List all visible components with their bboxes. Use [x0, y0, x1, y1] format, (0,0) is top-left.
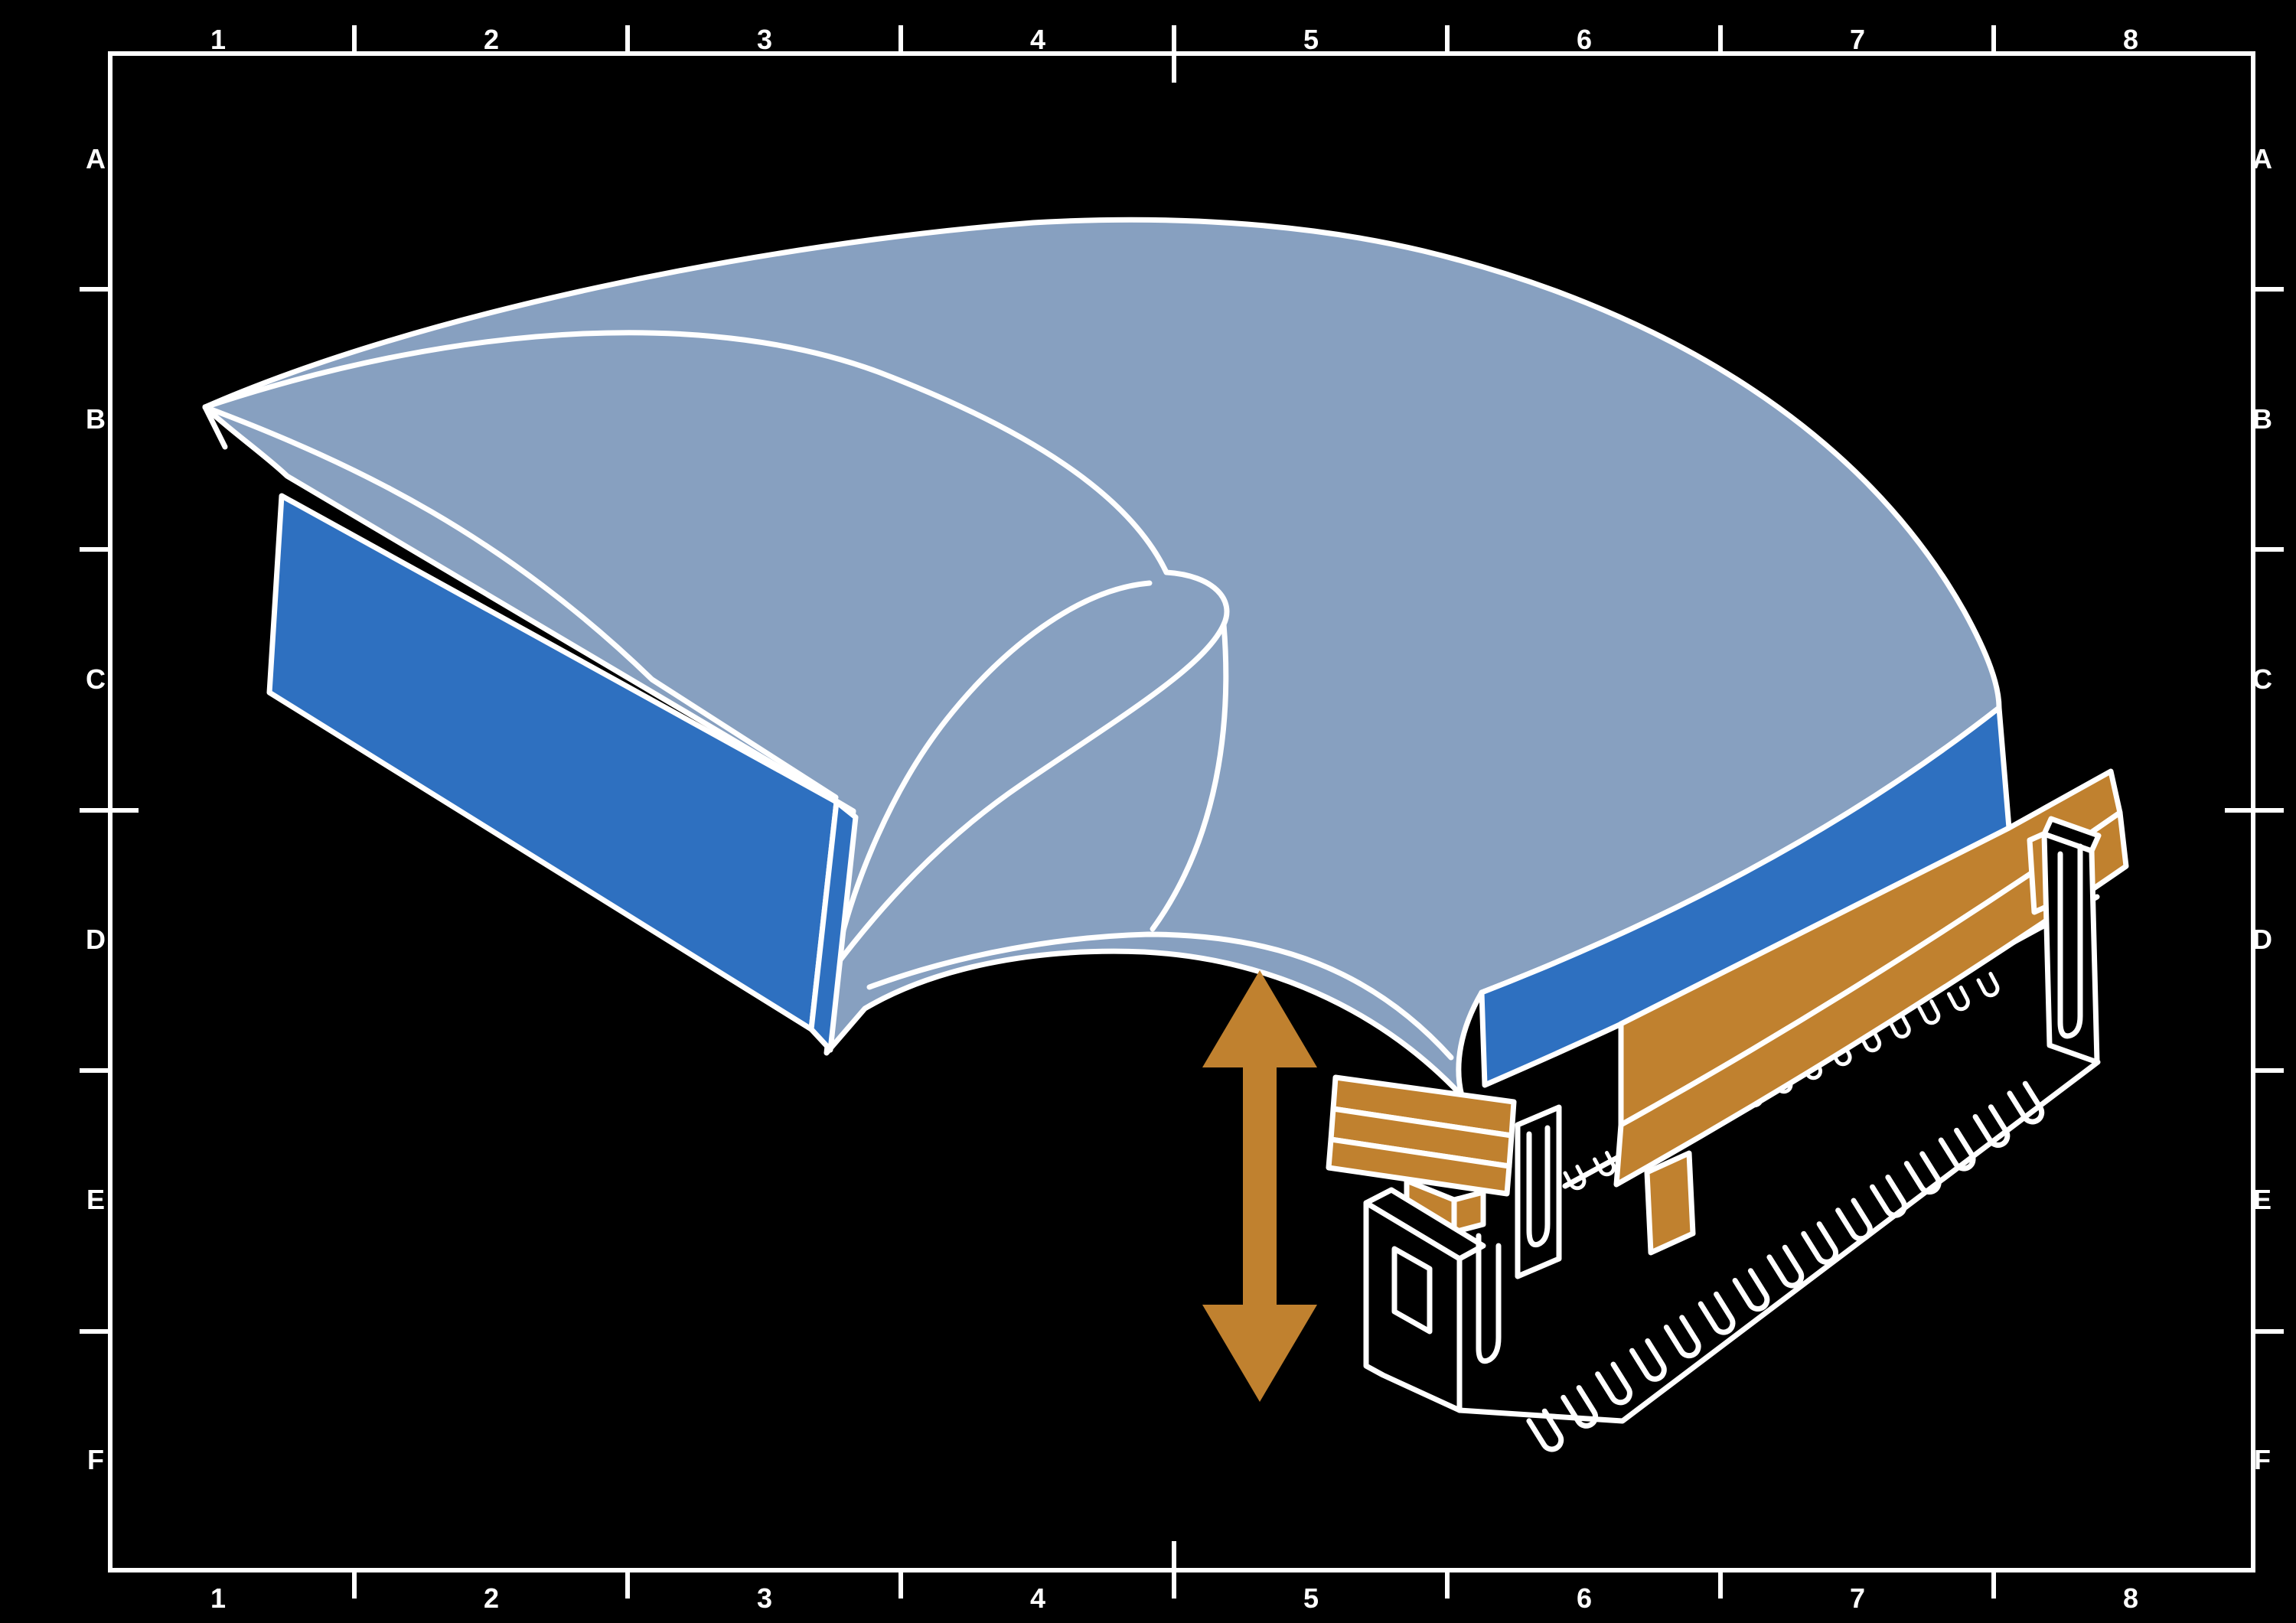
grid-column-label: 7 [1850, 1582, 1865, 1614]
smt-lead [1561, 1385, 1598, 1429]
contact-pin [1917, 999, 1941, 1025]
cable-thickness-edge [866, 931, 1454, 1061]
ribbon-cable [202, 217, 2002, 1099]
grid-column-label: 6 [1577, 24, 1592, 55]
grid-row-label: D [86, 924, 106, 955]
smt-lead [1629, 1338, 1667, 1382]
grid-column-label: 5 [1303, 24, 1319, 55]
grid-column-label: 4 [1030, 24, 1045, 55]
grid-column-label: 8 [2123, 1582, 2138, 1614]
left-bracket-front [1363, 1200, 1463, 1413]
right-bracket-u-slot [2057, 843, 2083, 1039]
cable-flap-edge [202, 404, 839, 800]
smt-lead [1869, 1174, 1907, 1218]
grid-column-label: 1 [210, 24, 226, 55]
grid-row-label: D [2252, 924, 2272, 955]
grid-row-label: F [87, 1444, 104, 1475]
grid-column-label: 8 [2123, 24, 2138, 55]
grid-column-label: 3 [757, 1582, 772, 1614]
grid-column-label: 2 [484, 24, 499, 55]
actuator-arm-front-lower [1326, 1136, 1512, 1197]
left-bracket-u-slot [1476, 1233, 1502, 1364]
right-bracket-front [2041, 831, 2100, 1065]
drawing-frame: 1 2 3 4 5 6 7 8 1 2 3 4 5 6 7 8 A B C D E F A B C D E F [80, 24, 2284, 1614]
cable-fold-loop-inner [833, 580, 1153, 964]
connector-left-inner-post [1515, 1104, 1562, 1279]
actuator-bar-front [1613, 810, 2129, 1188]
right-ticks [2225, 287, 2284, 1334]
smt-lead [1732, 1268, 1770, 1312]
contact-pin [1887, 1013, 1911, 1039]
smt-lead [2007, 1080, 2045, 1125]
connector-left-bracket [1363, 1187, 1502, 1413]
grid-column-label: 2 [484, 1582, 499, 1614]
smt-lead [1972, 1104, 2011, 1148]
grid-column-label: 4 [1030, 1582, 1045, 1614]
grid-column-label: 6 [1577, 1582, 1592, 1614]
grid-column-label: 3 [757, 24, 772, 55]
contact-pin [1946, 986, 1970, 1012]
row-labels-left: A B C D E F [86, 143, 106, 1475]
grid-column-label: 1 [210, 1582, 226, 1614]
grid-row-label: A [86, 143, 106, 174]
smt-lead [1595, 1361, 1632, 1406]
grid-row-label: F [2254, 1444, 2271, 1475]
grid-row-label: A [2252, 143, 2272, 174]
contact-pin [1563, 1165, 1587, 1191]
contact-pin [1593, 1151, 1616, 1177]
insertion-direction-arrow [1202, 970, 1317, 1402]
connector-left-inner-slot [1526, 1125, 1551, 1248]
smt-lead [1526, 1408, 1564, 1452]
connector-right-bracket [2041, 816, 2102, 1065]
smt-lead [1801, 1221, 1838, 1265]
cable-tip-end-face [202, 404, 228, 450]
cable-fold-loop-outer [828, 569, 1230, 975]
smt-lead [1835, 1198, 1873, 1242]
grid-row-label: B [86, 403, 106, 435]
smt-lead [1766, 1244, 1805, 1289]
contact-pin [1976, 972, 2000, 998]
row-labels-right: A B C D E F [2252, 143, 2272, 1475]
smt-lead [1938, 1127, 1976, 1172]
grid-column-label: 5 [1303, 1582, 1319, 1614]
actuator [1326, 768, 2129, 1256]
grid-column-label: 7 [1850, 24, 1865, 55]
column-labels-bottom: 1 2 3 4 5 6 7 8 [210, 1582, 2138, 1614]
top-ticks [352, 25, 1996, 83]
contact-pin [1828, 1041, 1852, 1067]
cable-inner-silhouette [1150, 621, 1229, 932]
smt-lead-row [1526, 1080, 2045, 1452]
grid-row-label: E [2253, 1184, 2272, 1215]
left-bracket-hole [1391, 1246, 1433, 1335]
actuator-peg-side [1451, 1189, 1486, 1235]
grid-row-label: B [2252, 403, 2272, 435]
left-stiffener [266, 493, 859, 1053]
actuator-mid-leg [1644, 1150, 1696, 1256]
left-ticks [80, 287, 139, 1334]
left-stiffener-end-cap [808, 799, 859, 1053]
cable-fold-crease [202, 330, 1169, 575]
smt-lead [1903, 1151, 1942, 1195]
grid-row-label: C [86, 663, 106, 695]
grid-row-label: E [86, 1184, 105, 1215]
smt-lead [1663, 1315, 1701, 1359]
bottom-ticks [352, 1541, 1996, 1599]
grid-row-label: C [2252, 663, 2272, 695]
smt-lead [1698, 1291, 1736, 1335]
contact-pin [1858, 1027, 1882, 1053]
column-labels-top: 1 2 3 4 5 6 7 8 [210, 24, 2138, 55]
